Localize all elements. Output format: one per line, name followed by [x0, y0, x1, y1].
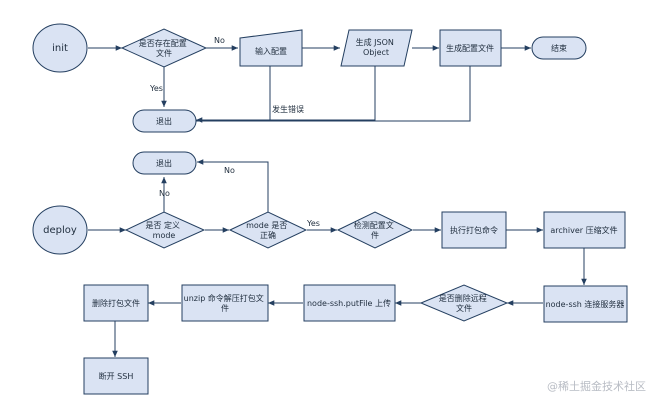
node-delete-pack: 删除打包文件: [83, 284, 149, 322]
node-end: 结束: [531, 36, 587, 60]
node-check-config-line1: 检测配置文: [354, 220, 394, 230]
node-init-label: init: [52, 43, 68, 54]
node-gen-json-line1: 生成 JSON: [356, 37, 394, 47]
node-check-config-line2: 件: [371, 230, 379, 240]
node-deploy: deploy: [32, 205, 88, 255]
node-unzip: unzip 命令解压打包文 件: [181, 284, 269, 322]
edge-label-no-mode-defined: No: [159, 189, 170, 198]
node-deploy-label: deploy: [43, 225, 77, 236]
node-mode-correct-line2: 正确: [260, 230, 276, 240]
node-archiver: archiver 压缩文件: [543, 211, 626, 249]
node-gen-config-file-label: 生成配置文件: [446, 43, 494, 53]
node-archiver-label: archiver 压缩文件: [550, 225, 617, 235]
node-config-exists-line2: 文件: [156, 48, 172, 58]
node-check-config: 检测配置文 件: [336, 211, 414, 249]
node-put-file-label: node-ssh.putFile 上传: [307, 298, 391, 308]
node-exit-2: 退出: [132, 151, 197, 175]
node-input-config-label: 输入配置: [255, 46, 287, 56]
node-unzip-line1: unzip 命令解压打包文: [184, 293, 264, 303]
edge-label-yes-mode-correct: Yes: [306, 219, 320, 228]
node-exit-1-label: 退出: [156, 116, 172, 126]
edges: [88, 45, 587, 357]
svg-text:mode 是否 正确: mode 是否 正确: [246, 221, 290, 240]
svg-text:unzip 命令解压打包文 件: unzip 命令解压打包文 件: [184, 293, 267, 313]
node-delete-remote: 是否删除远程 文件: [419, 284, 509, 322]
node-disconnect-label: 断开 SSH: [99, 371, 134, 381]
edge-label-error: 发生错误: [272, 104, 304, 114]
watermark: @稀土掘金技术社区: [547, 380, 646, 393]
node-put-file: node-ssh.putFile 上传: [303, 284, 396, 322]
node-delete-remote-line2: 文件: [456, 303, 472, 313]
node-input-config: 输入配置: [239, 29, 303, 67]
node-delete-pack-label: 删除打包文件: [92, 298, 140, 308]
edge-mode-correct-no: [197, 159, 269, 212]
edge-input-error: [196, 66, 271, 123]
node-init: init: [32, 23, 88, 73]
edge-json-error: [196, 66, 376, 121]
node-config-exists: 是否存在配置 文件: [120, 28, 208, 68]
svg-text:是否 定义 mode: 是否 定义 mode: [145, 220, 182, 240]
node-config-exists-line1: 是否存在配置: [139, 38, 187, 48]
edge-genfile-error: [196, 66, 471, 122]
node-run-pack-label: 执行打包命令: [450, 225, 498, 235]
node-unzip-line2: 件: [221, 303, 229, 313]
node-gen-config-file: 生成配置文件: [439, 29, 502, 67]
edge-label-yes-config: Yes: [149, 84, 163, 93]
node-end-label: 结束: [551, 43, 567, 53]
node-disconnect: 断开 SSH: [83, 357, 149, 395]
node-mode-correct-line1: mode 是否: [246, 221, 287, 230]
svg-text:是否删除远程 文件: 是否删除远程 文件: [439, 293, 490, 313]
node-exit-2-label: 退出: [156, 158, 172, 168]
svg-text:是否存在配置 文件: 是否存在配置 文件: [139, 38, 190, 58]
node-mode-defined-line1: 是否 定义: [145, 220, 180, 230]
node-run-pack: 执行打包命令: [441, 211, 507, 249]
node-delete-remote-line1: 是否删除远程: [439, 293, 487, 303]
edge-label-no-config: No: [214, 36, 225, 45]
node-ssh-connect: node-ssh 连接服务器: [543, 285, 628, 323]
edge-label-no-mode-correct: No: [224, 166, 235, 175]
node-mode-defined-line2: mode: [153, 231, 176, 240]
node-gen-json-line2: Object: [363, 48, 389, 57]
node-ssh-connect-label: node-ssh 连接服务器: [546, 299, 625, 309]
node-exit-1: 退出: [132, 109, 197, 133]
node-mode-correct: mode 是否 正确: [228, 211, 308, 249]
svg-text:生成 JSON Object: 生成 JSON Object: [356, 37, 397, 57]
svg-text:检测配置文 件: 检测配置文 件: [354, 220, 397, 240]
node-mode-defined: 是否 定义 mode: [124, 211, 206, 249]
node-gen-json: 生成 JSON Object: [340, 29, 413, 67]
